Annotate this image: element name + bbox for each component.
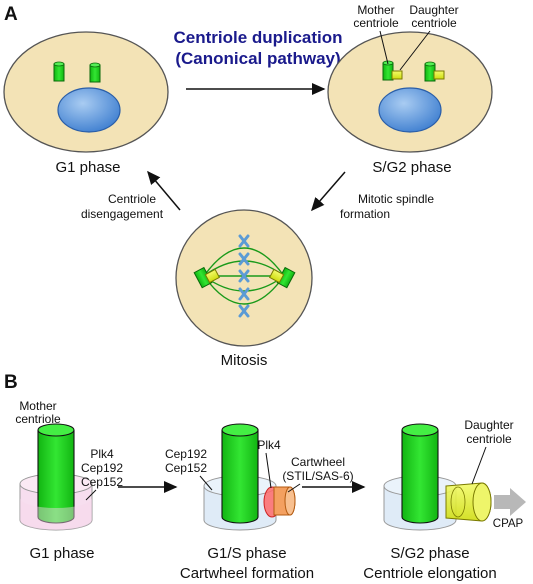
stage1-centriole xyxy=(19,423,93,531)
daughter-centriole-line1: Daughter xyxy=(409,3,458,17)
panel-a-letter: A xyxy=(4,4,18,25)
stage3-label-line1: S/G2 phase xyxy=(390,545,469,562)
b-mother-line1: Mother xyxy=(19,399,56,413)
daughter-centriole-line2: centriole xyxy=(411,16,457,30)
arrow-sg2-to-mitosis xyxy=(311,171,346,212)
centriole-green-icon xyxy=(53,61,65,82)
disengagement-line2: disengagement xyxy=(81,207,164,221)
title-line2: (Canonical pathway) xyxy=(175,49,340,68)
spindle-line1: Mitotic spindle xyxy=(358,192,434,206)
g1s-protein-cep152: Cep152 xyxy=(165,461,207,475)
mother-pointer xyxy=(379,30,389,65)
cpap-arrow-icon xyxy=(494,488,526,516)
g1-protein-cep152: Cep152 xyxy=(81,475,123,489)
centriole-green-icon xyxy=(89,62,101,83)
sg2-cell xyxy=(327,31,493,153)
g1-phase-label: G1 phase xyxy=(55,159,120,176)
b-daughter-pointer xyxy=(471,446,487,485)
stage2-label-line1: G1/S phase xyxy=(207,545,286,562)
b-daughter-line2: centriole xyxy=(466,432,512,446)
g1s-protein-pointer xyxy=(199,475,213,491)
nucleus xyxy=(378,87,442,133)
chromosomes xyxy=(238,234,250,318)
plk4-label: Plk4 xyxy=(257,438,281,452)
g1-protein-pointer xyxy=(85,489,97,501)
plk4-pointer xyxy=(265,452,272,489)
mother-centriole-line2: centriole xyxy=(353,16,399,30)
stage3-centriole xyxy=(383,423,526,531)
centriole-pair-icon xyxy=(382,60,403,81)
mitosis-label: Mitosis xyxy=(221,352,268,369)
centriole-pair-icon xyxy=(193,266,221,289)
cartwheel-pointer xyxy=(287,483,301,493)
stage2-centriole xyxy=(203,423,296,531)
g1s-protein-cep192: Cep192 xyxy=(165,447,207,461)
mother-centriole-line1: Mother xyxy=(357,3,394,17)
cpap-label: CPAP xyxy=(493,518,524,530)
daughter-centriole-icon xyxy=(445,482,492,522)
panel-b-letter: B xyxy=(4,372,18,393)
stage3-label-line2: Centriole elongation xyxy=(363,565,496,582)
g1-protein-plk4: Plk4 xyxy=(90,447,114,461)
centriole-pair-icon xyxy=(268,266,296,289)
spindle-line2: formation xyxy=(340,207,390,221)
nucleus xyxy=(57,87,121,133)
sg2-phase-label: S/G2 phase xyxy=(372,159,451,176)
centriole-pair-icon xyxy=(424,61,445,82)
disengagement-line1: Centriole xyxy=(108,192,156,206)
stage1-label: G1 phase xyxy=(29,545,94,562)
stage2-label-line2: Cartwheel formation xyxy=(180,565,314,582)
cartwheel-line1: Cartwheel xyxy=(291,455,345,469)
mitosis-cell xyxy=(175,209,313,347)
title-line1: Centriole duplication xyxy=(173,28,342,47)
arrow-mitosis-to-g1 xyxy=(147,170,181,211)
g1-protein-cep192: Cep192 xyxy=(81,461,123,475)
cartwheel-line2: (STIL/SAS-6) xyxy=(282,469,353,483)
daughter-pointer xyxy=(399,30,431,71)
cartwheel-icon xyxy=(273,486,296,516)
b-mother-line2: centriole xyxy=(15,412,61,426)
g1-cell xyxy=(3,31,169,153)
b-daughter-line1: Daughter xyxy=(464,418,513,432)
